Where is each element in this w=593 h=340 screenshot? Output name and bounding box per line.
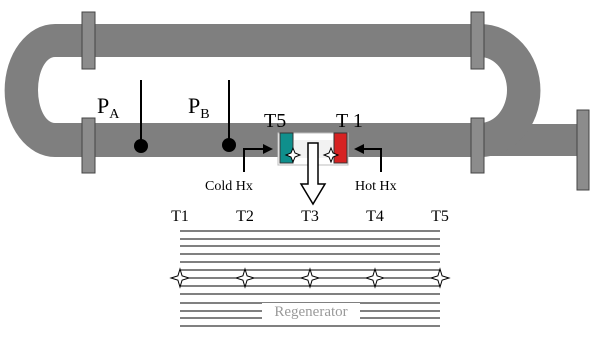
hot-hx-pointer xyxy=(358,148,382,172)
regenerator-sensor-label: T3 xyxy=(301,208,319,225)
hot-hx-arrowhead xyxy=(354,144,364,154)
pipe-loop xyxy=(4,24,585,157)
pipe-top-segment xyxy=(55,24,480,57)
hot-hx-block xyxy=(333,132,348,164)
hot-hx-label: Hot Hx xyxy=(355,179,397,194)
zoom-arrow xyxy=(299,142,327,206)
regenerator-label: Regenerator xyxy=(274,304,347,320)
cold-hx-arrowhead xyxy=(263,144,273,154)
regenerator-sensor-label: T5 xyxy=(431,208,449,225)
flange-outlet xyxy=(576,109,590,191)
regenerator-sensor-star xyxy=(234,267,256,289)
regenerator-label-backing xyxy=(262,303,360,319)
cold-hx-pointer xyxy=(243,148,269,172)
regenerator-sensor-star xyxy=(364,267,386,289)
flange-top-left xyxy=(81,11,96,70)
regenerator-sensor-star xyxy=(429,267,451,289)
t5-top-label: T5 xyxy=(264,110,286,132)
pa-probe-tip xyxy=(134,139,148,153)
flanges xyxy=(81,11,590,191)
flange-top-right xyxy=(470,11,485,70)
flange-bottom-right xyxy=(470,117,485,174)
regenerator-sensor-star xyxy=(169,267,191,289)
pipe-right-bend xyxy=(480,24,541,157)
pa-label: PA xyxy=(97,93,120,122)
cold-hx-label: Cold Hx xyxy=(205,179,253,194)
cold-hx-block xyxy=(279,132,294,164)
pb-probe-tip xyxy=(222,138,236,152)
pipe-left-bend xyxy=(4,24,56,157)
regenerator-sensor-label: T2 xyxy=(236,208,254,225)
regenerator-sensor-label: T4 xyxy=(366,208,384,225)
pb-label: PB xyxy=(188,93,210,122)
regenerator-sensor-label: T1 xyxy=(171,208,189,225)
t5-sensor-star xyxy=(284,146,302,164)
t1-sensor-star xyxy=(322,146,340,164)
flange-bottom-left xyxy=(81,117,96,174)
regenerator-sensor-star xyxy=(299,267,321,289)
t1-top-label: T 1 xyxy=(336,110,363,132)
